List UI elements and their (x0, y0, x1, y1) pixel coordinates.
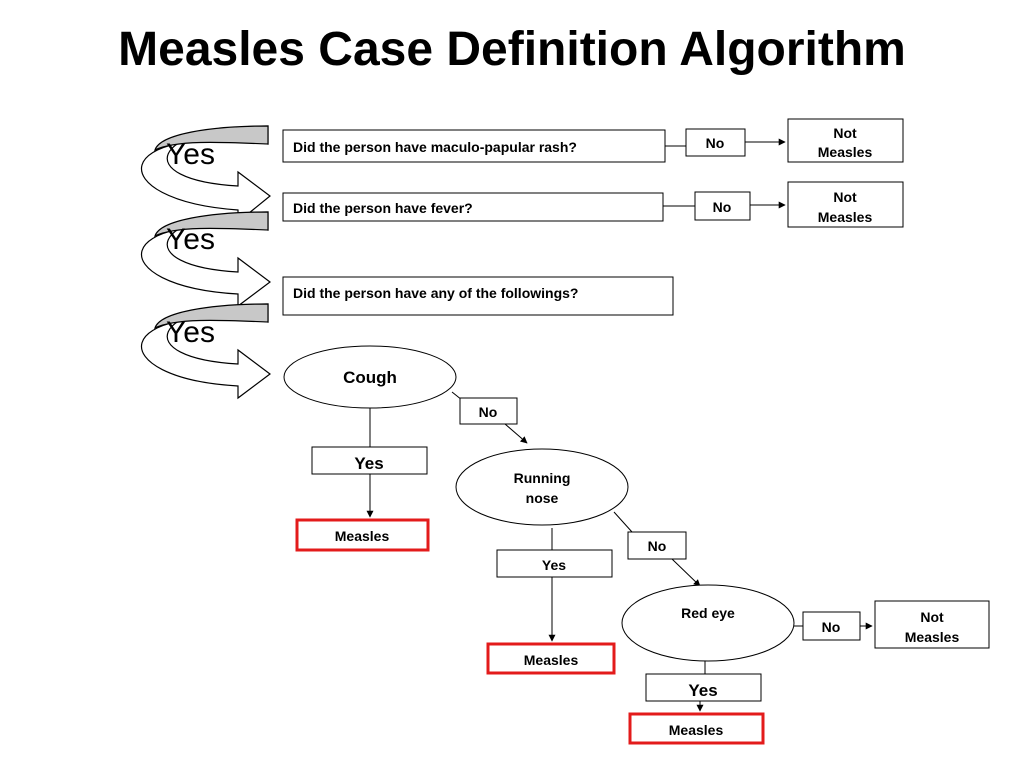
svg-text:Not: Not (833, 125, 857, 141)
svg-text:Not: Not (833, 189, 857, 205)
symptom-red-eye: Red eye (621, 584, 795, 662)
svg-text:Red eye: Red eye (681, 605, 735, 621)
yes-box-running-nose: Yes (496, 549, 613, 578)
svg-text:No: No (479, 404, 498, 420)
svg-text:Measles: Measles (818, 144, 873, 160)
no-box-rash: No (685, 128, 746, 157)
not-measles-box-1: Not Measles (787, 118, 904, 163)
yes-box-red-eye: Yes (645, 673, 762, 702)
svg-text:No: No (713, 199, 732, 215)
no-box-cough: No (459, 397, 518, 425)
not-measles-box-2: Not Measles (787, 181, 904, 228)
curved-yes-arrow-3: Yes (141, 303, 271, 400)
yes-arrow-label: Yes (166, 138, 215, 171)
svg-text:Measles: Measles (335, 528, 390, 544)
no-box-fever: No (694, 191, 751, 221)
measles-outcome-3: Measles (628, 712, 765, 745)
question-any: Did the person have any of the following… (282, 276, 674, 316)
svg-text:Yes: Yes (688, 681, 717, 700)
question-fever-text: Did the person have fever? (293, 200, 473, 216)
svg-text:Cough: Cough (343, 368, 397, 387)
question-fever: Did the person have fever? (282, 192, 664, 222)
measles-outcome-1: Measles (295, 518, 430, 552)
symptom-running-nose: Running nose (455, 448, 629, 526)
svg-text:No: No (822, 619, 841, 635)
svg-text:Not: Not (920, 609, 944, 625)
not-measles-box-3: Not Measles (874, 600, 990, 649)
yes-arrow-label: Yes (166, 223, 215, 256)
svg-text:nose: nose (526, 490, 559, 506)
svg-text:Running: Running (514, 470, 571, 486)
svg-text:No: No (648, 538, 667, 554)
yes-arrow-label: Yes (166, 316, 215, 349)
page-title: Measles Case Definition Algorithm (118, 23, 906, 76)
curved-yes-arrow-2: Yes (141, 211, 271, 308)
measles-outcome-2: Measles (486, 642, 616, 675)
no-box-running-nose: No (627, 531, 687, 560)
svg-text:Yes: Yes (542, 557, 566, 573)
no-box-red-eye: No (802, 611, 861, 641)
yes-box-cough: Yes (311, 446, 428, 475)
svg-text:Measles: Measles (905, 629, 960, 645)
svg-text:No: No (706, 135, 725, 151)
svg-text:Yes: Yes (354, 454, 383, 473)
question-rash-text: Did the person have maculo-papular rash? (293, 139, 577, 155)
curved-yes-arrow-1: Yes (141, 125, 271, 224)
question-any-text: Did the person have any of the following… (293, 285, 578, 301)
symptom-cough: Cough (283, 345, 457, 409)
question-rash: Did the person have maculo-papular rash? (282, 129, 666, 163)
svg-text:Measles: Measles (669, 722, 724, 738)
svg-text:Measles: Measles (818, 209, 873, 225)
svg-text:Measles: Measles (524, 652, 579, 668)
